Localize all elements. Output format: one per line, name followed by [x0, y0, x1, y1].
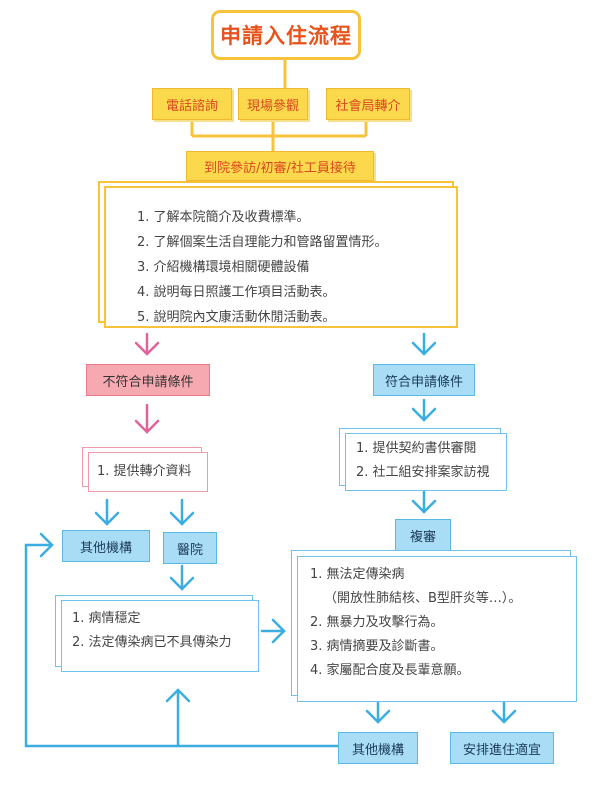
condition-item: 2. 法定傳染病已不具傳染力	[72, 635, 232, 650]
contract-item: 2. 社工組安排案家訪視	[356, 465, 490, 480]
step-item: 1. 了解本院簡介及收費標準。	[137, 210, 310, 225]
phone-inquiry-box: 電話諮詢	[152, 88, 232, 120]
criteria-item: 4. 家屬配合度及長輩意願。	[310, 663, 470, 678]
step-item: 3. 介紹機構環境相關硬體設備	[137, 260, 310, 275]
not-eligible-label: 不符合申請條件	[102, 374, 194, 390]
other-institution-box-right: 其他機構	[338, 732, 418, 764]
admit-box: 安排進住適宜	[450, 732, 554, 764]
stable-condition-box: 1. 病情穩定 2. 法定傳染病已不具傳染力	[61, 600, 259, 672]
step-item: 4. 說明每日照護工作項目活動表。	[137, 285, 336, 300]
hospital-label: 醫院	[176, 542, 203, 558]
referral-label: 1. 提供轉介資料	[97, 464, 192, 479]
phone-inquiry-label: 電話諮詢	[165, 98, 218, 114]
reception-label: 到院參訪/初審/社工員接待	[204, 160, 356, 176]
eligible-label: 符合申請條件	[384, 374, 463, 390]
step-item: 2. 了解個案生活自理能力和管路留置情形。	[137, 235, 388, 250]
other-institution-box-left: 其他機構	[62, 530, 150, 562]
site-visit-box: 現場參觀	[238, 88, 308, 120]
other-institution-label-left: 其他機構	[79, 540, 132, 556]
other-institution-label-right: 其他機構	[351, 742, 404, 758]
contract-box: 1. 提供契約書供審閱 2. 社工組安排案家訪視	[345, 433, 507, 491]
steps-panel	[104, 186, 458, 328]
not-eligible-box: 不符合申請條件	[86, 364, 210, 396]
reception-box: 到院參訪/初審/社工員接待	[186, 151, 374, 181]
step-item: 5. 說明院內文康活動休閒活動表。	[137, 310, 336, 325]
social-referral-box: 社會局轉介	[326, 88, 410, 120]
condition-item: 1. 病情穩定	[72, 611, 141, 626]
hospital-box: 醫院	[163, 532, 217, 564]
criteria-item: 2. 無暴力及攻擊行為。	[310, 615, 444, 630]
referral-box: 1. 提供轉介資料	[88, 452, 208, 492]
criteria-item: 3. 病情摘要及診斷書。	[310, 639, 444, 654]
site-visit-label: 現場參觀	[246, 98, 299, 114]
steps-list: 1. 了解本院簡介及收費標準。 2. 了解個案生活自理能力和管路留置情形。 3.…	[137, 205, 388, 330]
eligible-box: 符合申請條件	[373, 364, 475, 396]
review-label: 複審	[409, 529, 436, 545]
criteria-box: 1. 無法定傳染病 （開放性肺結核、B型肝炎等…）。 2. 無暴力及攻擊行為。 …	[297, 556, 577, 702]
criteria-item: 1. 無法定傳染病	[310, 567, 405, 582]
review-box: 複審	[395, 519, 451, 551]
page-title-text: 申請入住流程	[220, 24, 352, 48]
contract-item: 1. 提供契約書供審閱	[356, 441, 477, 456]
social-referral-label: 社會局轉介	[335, 98, 401, 114]
page-title: 申請入住流程	[211, 10, 361, 60]
criteria-item: （開放性肺結核、B型肝炎等…）。	[324, 591, 522, 606]
admit-label: 安排進住適宜	[462, 742, 541, 758]
